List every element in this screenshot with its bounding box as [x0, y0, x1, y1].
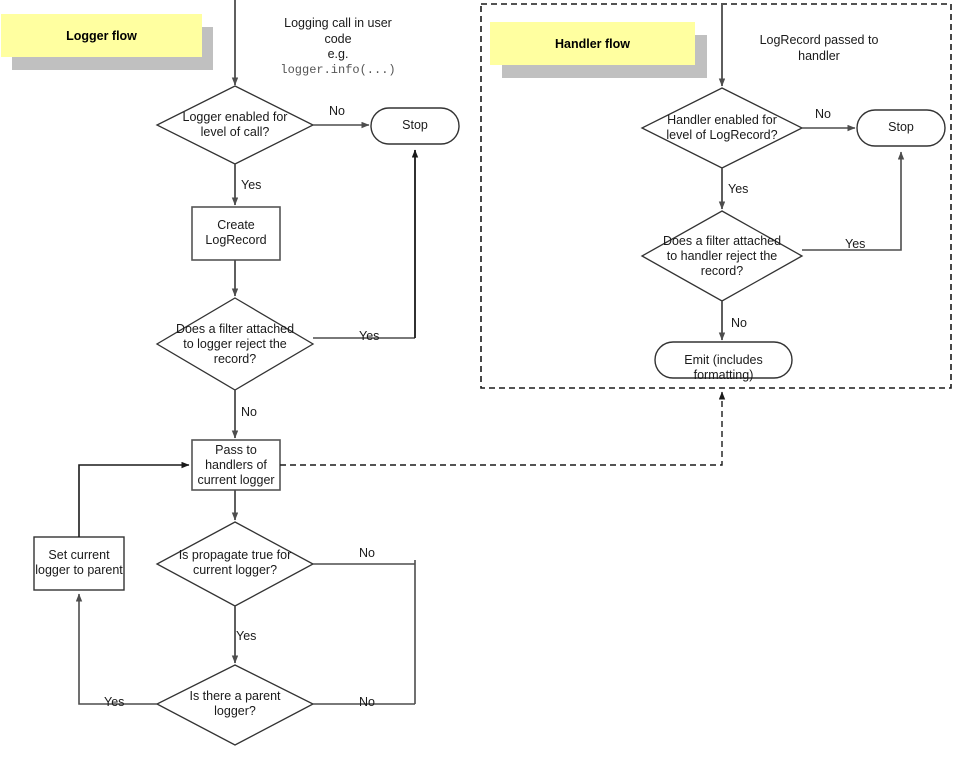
handler-entry-caption: LogRecord passed to handler	[729, 33, 909, 64]
handler-flow-title: Handler flow	[554, 36, 630, 51]
node-parent-logger-shape	[155, 664, 315, 746]
edge-label-logger-filter-yes: Yes	[359, 329, 380, 343]
edge-label-parent-no: No	[359, 695, 375, 709]
logger-entry-caption-line3: e.g.	[327, 47, 349, 61]
node-logger-enabled-shape	[155, 85, 315, 165]
edge-label-handler-enabled-no: No	[815, 107, 831, 121]
logger-entry-caption-code: logger.info(...)	[280, 62, 396, 77]
edge-label-propagate-no: No	[359, 546, 375, 560]
node-is-propagate-shape	[155, 521, 315, 607]
node-logger-filter-shape	[155, 297, 315, 391]
node-handler-enabled-shape	[640, 87, 804, 169]
edge-label-handler-enabled-yes: Yes	[728, 182, 749, 196]
handler-flow-boundary	[480, 3, 952, 389]
logger-flow-title-box	[1, 14, 202, 57]
logger-entry-caption-line1: Logging call in user	[284, 16, 392, 30]
edge-label-logger-filter-no: No	[241, 405, 257, 419]
edge-pass-to-handler-flow	[280, 391, 726, 466]
edge-set-current-to-pass	[78, 461, 190, 537]
edge-label-handler-filter-yes: Yes	[845, 237, 866, 251]
edge-parent-yes	[75, 593, 157, 705]
edge-handler-filter-yes	[802, 151, 905, 251]
edge-label-propagate-yes: Yes	[236, 629, 257, 643]
node-create-logrecord-shape	[191, 206, 281, 261]
node-logger-stop-shape	[370, 107, 460, 145]
edge-label-handler-filter-no: No	[731, 316, 747, 330]
edge-label-logger-enabled-no: No	[329, 104, 345, 118]
handler-entry-caption-line1: LogRecord passed to	[759, 33, 879, 47]
edge-label-parent-yes: Yes	[104, 695, 125, 709]
edge-label-logger-enabled-yes: Yes	[241, 178, 262, 192]
handler-flow-title-box	[490, 22, 695, 65]
node-set-current-logger-shape	[33, 536, 125, 591]
node-handler-filter-shape	[640, 210, 804, 302]
node-emit-shape	[654, 341, 793, 379]
handler-entry-caption-line2: handler	[798, 48, 840, 63]
logger-entry-caption-line2: code	[324, 31, 352, 46]
node-pass-to-handlers-shape	[191, 439, 281, 491]
logger-flow-title: Logger flow	[66, 28, 137, 43]
logger-entry-caption: Logging call in user code e.g. logger.in…	[243, 16, 433, 78]
node-handler-stop-shape	[856, 109, 946, 147]
